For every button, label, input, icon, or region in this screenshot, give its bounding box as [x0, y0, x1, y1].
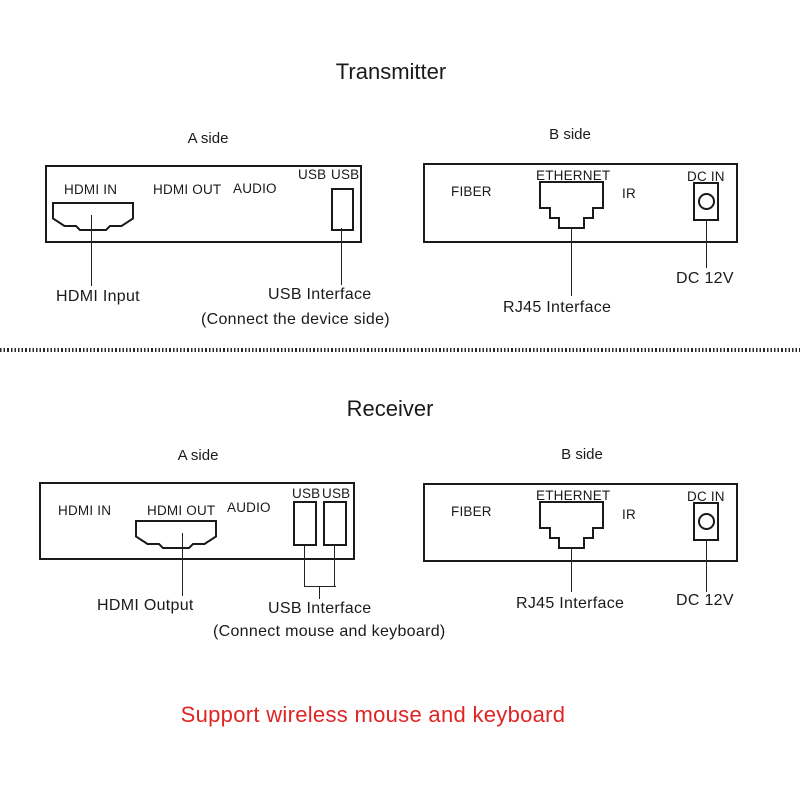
transmitter-a-side-label: A side: [187, 130, 229, 147]
transmitter-title: Transmitter: [335, 59, 447, 84]
pointer-line-dc: [706, 220, 708, 268]
pointer-line-usb-stem: [319, 586, 321, 599]
dc-12v-annotation: DC 12V: [676, 270, 734, 287]
receiver-b-device-box: FIBER ETHERNET IR DC IN: [423, 483, 738, 562]
dc-in-label: DC IN: [687, 169, 725, 184]
pointer-line-rj45: [571, 548, 573, 592]
usb-interface-note: (Connect mouse and keyboard): [213, 623, 446, 640]
receiver-b-side-label: B side: [561, 446, 603, 463]
hdmi-connector-icon: [52, 202, 134, 231]
transmitter-b-device-box: FIBER ETHERNET IR DC IN: [423, 163, 738, 243]
ethernet-label: ETHERNET: [536, 488, 611, 503]
ir-label: IR: [622, 507, 636, 522]
footer-note: Support wireless mouse and keyboard: [180, 702, 566, 727]
hdmi-input-annotation: HDMI Input: [56, 288, 140, 305]
pointer-line-dc: [706, 539, 708, 592]
fiber-label: FIBER: [451, 504, 492, 519]
usb-left-label: USB: [298, 167, 327, 182]
dc-jack-icon: [693, 182, 719, 221]
usb-right-label: USB: [331, 167, 360, 182]
audio-label: AUDIO: [227, 500, 271, 515]
usb-port-left-icon: [293, 501, 317, 546]
usb-interface-note: (Connect the device side): [201, 311, 390, 328]
rj45-connector-icon: [539, 181, 604, 229]
audio-label: AUDIO: [233, 181, 277, 196]
hdmi-in-label: HDMI IN: [64, 182, 118, 197]
usb-port-icon: [331, 188, 354, 231]
usb-interface-annotation: USB Interface: [268, 600, 372, 617]
receiver-title: Receiver: [346, 396, 434, 421]
ir-label: IR: [622, 186, 636, 201]
fiber-label: FIBER: [451, 184, 492, 199]
rj45-interface-annotation: RJ45 Interface: [516, 595, 625, 612]
pointer-line-usb-left: [304, 546, 306, 587]
usb-port-right-icon: [323, 501, 347, 546]
pointer-line-usb-right: [334, 546, 336, 587]
usb-right-label: USB: [322, 486, 351, 501]
pointer-line-rj45: [571, 228, 573, 296]
rj45-connector-icon: [539, 501, 604, 549]
hdmi-output-annotation: HDMI Output: [97, 597, 194, 614]
section-divider-line: [0, 348, 800, 352]
usb-interface-annotation: USB Interface: [268, 286, 372, 303]
dc-jack-pin-icon: [697, 513, 715, 530]
ethernet-label: ETHERNET: [536, 168, 611, 183]
receiver-a-side-label: A side: [177, 447, 219, 464]
dc-12v-annotation: DC 12V: [676, 592, 734, 609]
hdmi-out-label: HDMI OUT: [147, 503, 216, 518]
transmitter-b-side-label: B side: [549, 126, 591, 143]
transmitter-a-device-box: HDMI IN HDMI OUT AUDIO USB USB: [45, 165, 362, 243]
hdmi-connector-icon: [135, 520, 217, 549]
pointer-line-hdmi-input: [91, 215, 93, 286]
hdmi-in-label: HDMI IN: [58, 503, 112, 518]
usb-left-label: USB: [292, 486, 321, 501]
receiver-a-device-box: HDMI IN HDMI OUT AUDIO USB USB: [39, 482, 355, 560]
hdmi-out-label: HDMI OUT: [153, 182, 222, 197]
pointer-line-usb-interface: [341, 228, 343, 285]
dc-jack-pin-icon: [697, 193, 715, 210]
dc-in-label: DC IN: [687, 489, 725, 504]
pointer-line-hdmi-output: [182, 533, 184, 596]
dc-jack-icon: [693, 502, 719, 541]
rj45-interface-annotation: RJ45 Interface: [503, 299, 612, 316]
